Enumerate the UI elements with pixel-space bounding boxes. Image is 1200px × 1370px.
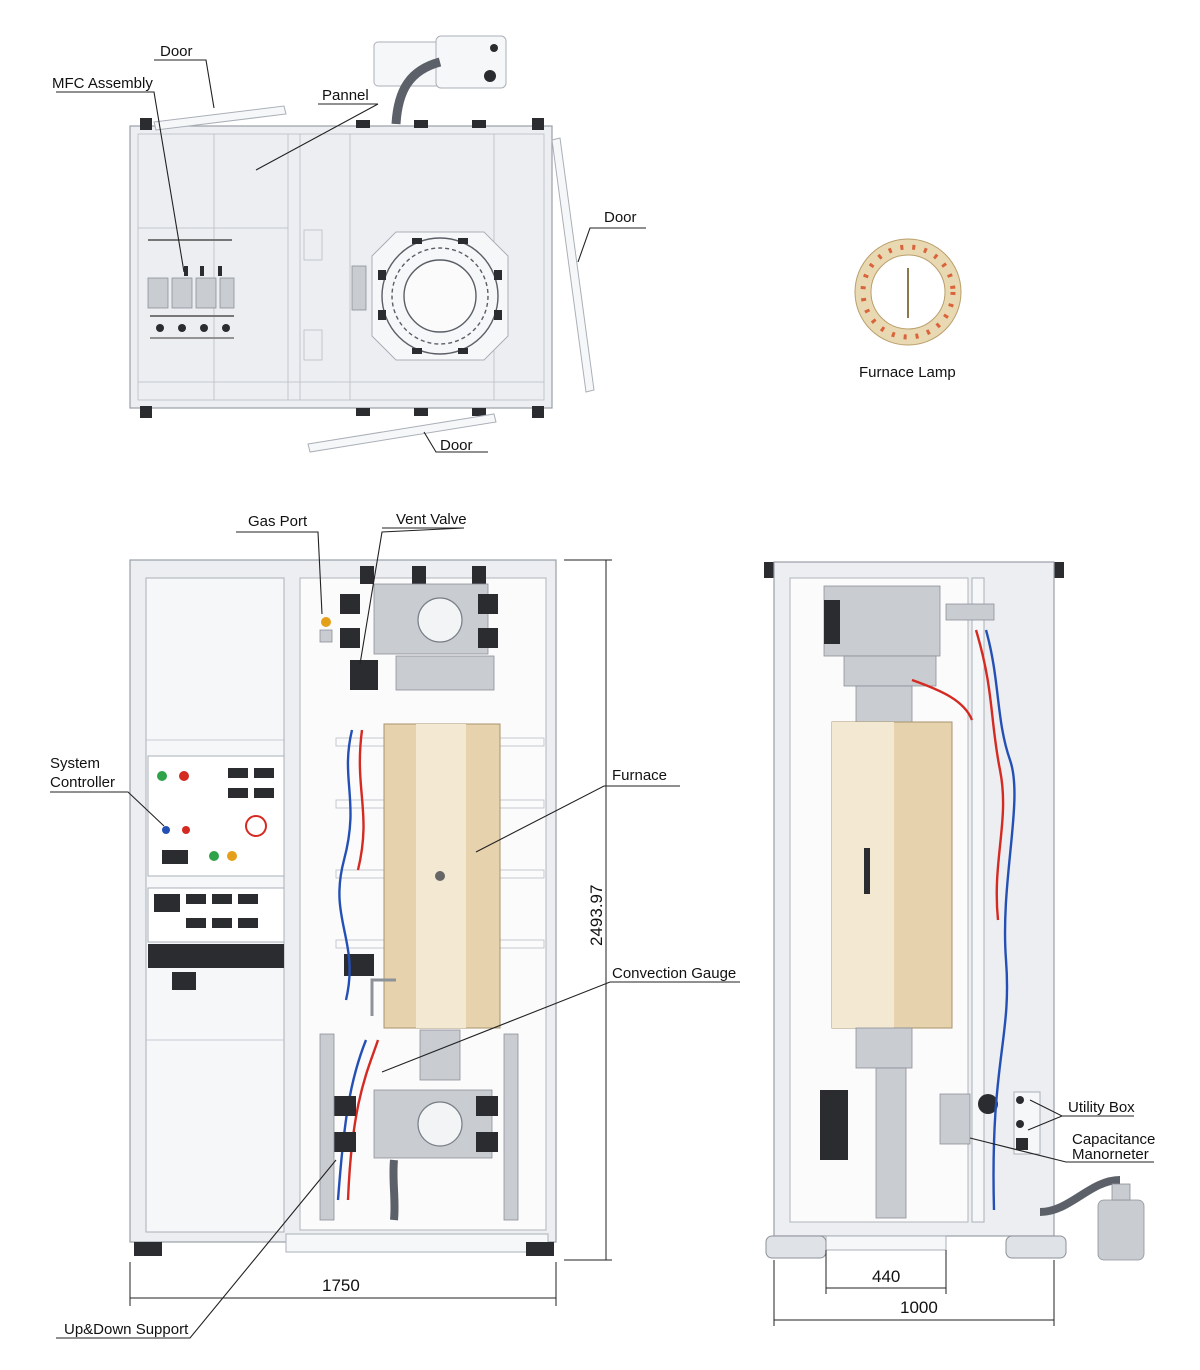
external-pump bbox=[1097, 1199, 1145, 1261]
top-view: Door MFC Assembly Pannel Door Door bbox=[52, 35, 646, 454]
side-foot-left bbox=[765, 1235, 827, 1259]
label-vent-valve: Vent Valve bbox=[396, 511, 467, 528]
chamber-top bbox=[371, 231, 509, 361]
front-view: 2493.97 1750 Gas Port Vent Valve System … bbox=[50, 511, 740, 1339]
label-door-bottom: Door bbox=[440, 437, 473, 454]
label-pannel: Pannel bbox=[322, 87, 369, 104]
front-foot-left bbox=[134, 1242, 162, 1256]
label-capacitance-1: Capacitance bbox=[1072, 1131, 1155, 1148]
pump-knob bbox=[490, 44, 498, 52]
label-mfc-assembly: MFC Assembly bbox=[52, 75, 153, 92]
up-down-support-right bbox=[503, 1033, 519, 1221]
system-controller-panel bbox=[147, 755, 285, 990]
label-utility-box: Utility Box bbox=[1068, 1099, 1135, 1116]
dim-side-inner: 440 bbox=[872, 1267, 900, 1286]
side-foot-right bbox=[1005, 1235, 1067, 1259]
label-convection-gauge: Convection Gauge bbox=[612, 965, 736, 982]
label-furnace: Furnace bbox=[612, 767, 667, 784]
door-top-left bbox=[153, 105, 287, 131]
top-chamber bbox=[319, 566, 498, 691]
front-foot-right bbox=[526, 1242, 554, 1256]
label-gas-port: Gas Port bbox=[248, 513, 308, 530]
bottom-chamber bbox=[319, 1029, 519, 1221]
label-up-down-support: Up&Down Support bbox=[64, 1321, 189, 1338]
door-right bbox=[551, 137, 595, 393]
dim-height: 2493.97 bbox=[587, 885, 606, 946]
label-system-controller-2: Controller bbox=[50, 774, 115, 791]
pump-hose bbox=[391, 57, 442, 125]
side-view: 440 1000 Utility Box Capacitance Manorne… bbox=[764, 561, 1155, 1326]
dim-side-width: 1000 bbox=[900, 1298, 938, 1317]
label-door-right: Door bbox=[604, 209, 637, 226]
pump-motor bbox=[435, 35, 507, 89]
gas-port-fitting bbox=[321, 617, 331, 627]
furnace-lamp: Furnace Lamp bbox=[854, 238, 962, 381]
dim-front-width: 1750 bbox=[322, 1276, 360, 1295]
label-furnace-lamp: Furnace Lamp bbox=[859, 364, 956, 381]
label-door-top-left: Door bbox=[160, 43, 193, 60]
door-bottom bbox=[307, 413, 497, 453]
label-capacitance-2: Manorneter bbox=[1072, 1146, 1149, 1163]
label-system-controller-1: System bbox=[50, 755, 100, 772]
mfc-assembly bbox=[147, 239, 235, 339]
pump-port bbox=[484, 70, 496, 82]
up-down-support-left bbox=[319, 1033, 335, 1221]
furnace-body bbox=[335, 723, 545, 1029]
